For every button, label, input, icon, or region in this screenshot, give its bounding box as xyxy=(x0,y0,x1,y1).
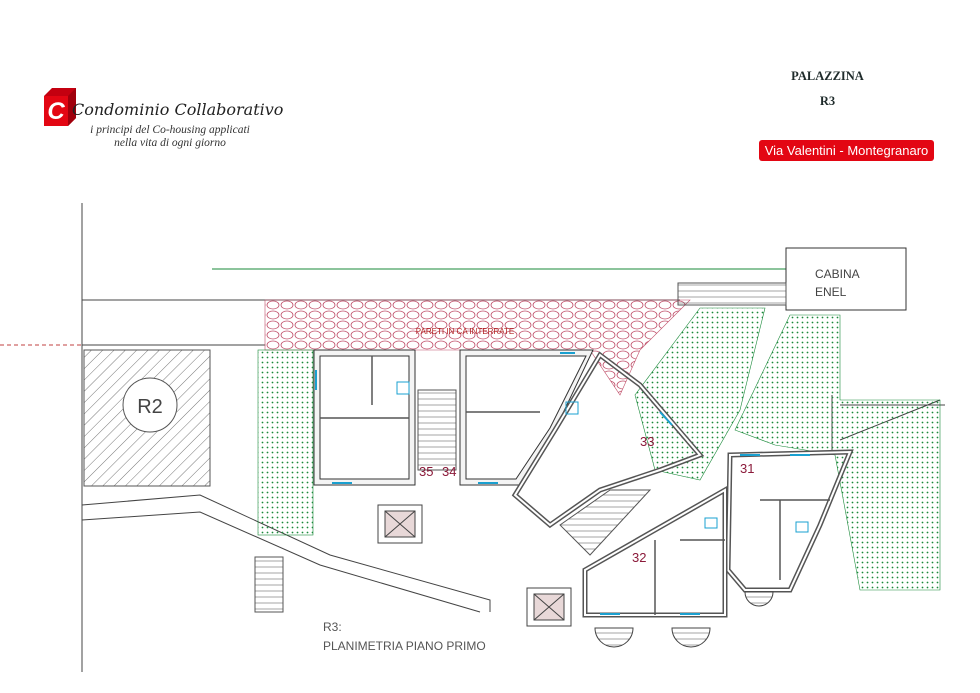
cabina-enel xyxy=(785,247,907,311)
logo-cube-icon: C xyxy=(44,88,76,126)
outdoor-stairs xyxy=(254,556,284,613)
neighbor-building-r2: R2 xyxy=(83,349,211,487)
balconies xyxy=(594,591,774,648)
logo-letter: C xyxy=(47,98,65,125)
walls-note: PARETI IN CA INTERRATE xyxy=(416,327,514,336)
building-label: PALAZZINA xyxy=(791,69,864,83)
caption-line-1: R3: xyxy=(323,620,342,634)
stair-ramp xyxy=(559,489,652,556)
logo-title: Condominio Collaborativo xyxy=(72,100,284,119)
building-walls xyxy=(313,349,854,618)
caption-line-2: PLANIMETRIA PIANO PRIMO xyxy=(323,639,486,653)
interior-walls xyxy=(320,356,830,615)
unit-34: 34 xyxy=(442,464,456,479)
address-badge: Via Valentini - Montegranaro xyxy=(759,140,934,161)
windows xyxy=(315,352,810,615)
cabin-label-2: ENEL xyxy=(815,285,847,299)
cabin-label-1: CABINA xyxy=(815,267,860,281)
building-code: R3 xyxy=(819,94,836,108)
unit-31: 31 xyxy=(740,461,754,476)
logo-tagline-1: i principi del Co-housing applicati xyxy=(90,124,250,136)
r2-label: R2 xyxy=(137,396,163,418)
unit-33: 33 xyxy=(640,434,654,449)
elevator-icon xyxy=(377,504,423,544)
unit-35: 35 xyxy=(419,464,433,479)
unit-labels: 35 34 33 32 31 xyxy=(419,434,754,565)
buried-walls-area xyxy=(264,299,691,396)
external-stairs xyxy=(677,282,787,306)
logo-tagline-2: nella vita di ogni giorno xyxy=(114,137,226,149)
logo-tagline: i principi del Co-housing applicati nell… xyxy=(80,124,260,150)
unit-32: 32 xyxy=(632,550,646,565)
elevator-icon xyxy=(526,587,572,627)
main-stairwell xyxy=(417,389,457,471)
